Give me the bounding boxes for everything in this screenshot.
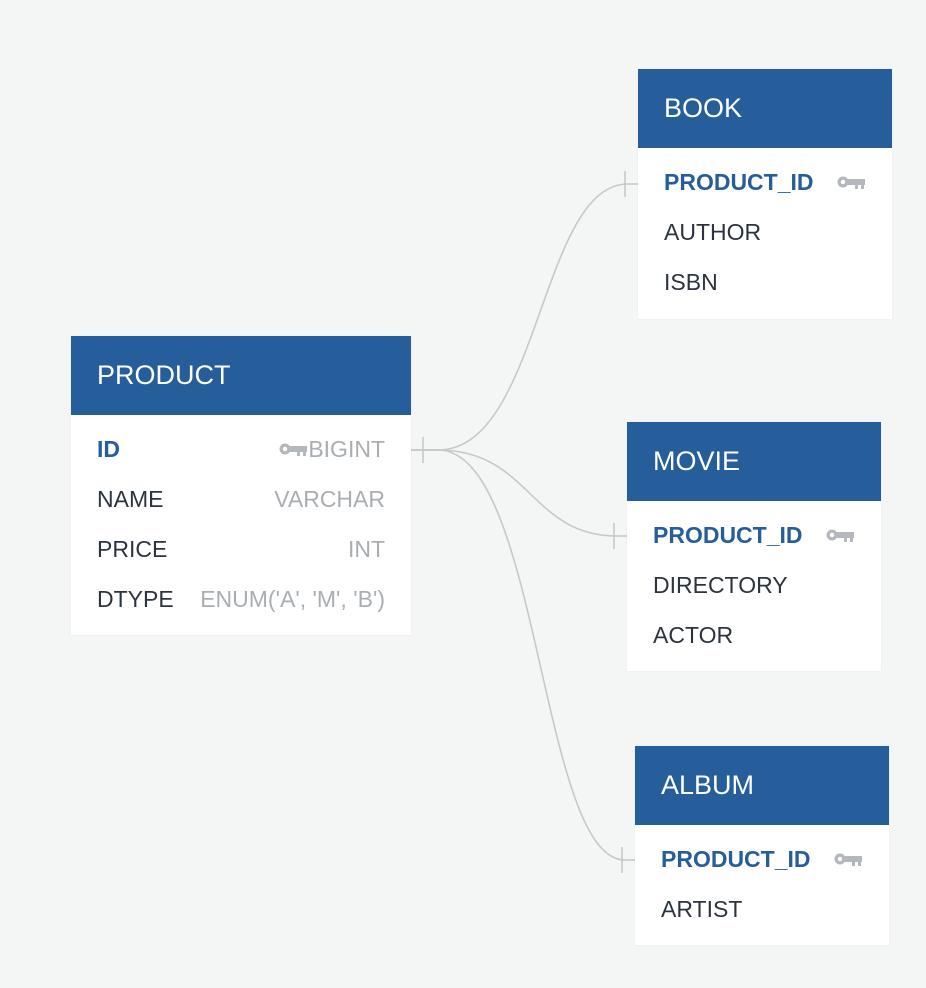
key-icon	[836, 174, 866, 190]
field-name: PRODUCT_ID	[664, 168, 814, 195]
field-name: ACTOR	[653, 621, 734, 648]
field-type: VARCHAR	[274, 485, 385, 512]
entity-book[interactable]: BOOK PRODUCT_ID AUTHOR ISBN	[638, 69, 892, 319]
entity-title: ALBUM	[635, 746, 889, 825]
entity-title: PRODUCT	[71, 336, 411, 415]
field-name: AUTHOR	[664, 218, 762, 245]
field-row[interactable]: PRODUCT_ID	[638, 157, 892, 207]
field-row[interactable]: AUTHOR	[638, 207, 892, 257]
entity-title: MOVIE	[627, 422, 881, 501]
entity-album[interactable]: ALBUM PRODUCT_ID ARTIST	[635, 746, 889, 945]
field-row[interactable]: PRODUCT_ID	[627, 510, 881, 560]
field-type: ENUM('A', 'M', 'B')	[200, 585, 385, 612]
entity-title: BOOK	[638, 69, 892, 148]
field-name: ARTIST	[661, 895, 743, 922]
field-row[interactable]: ISBN	[638, 257, 892, 307]
field-name: DIRECTORY	[653, 571, 788, 598]
entity-product[interactable]: PRODUCT ID BIGINT NAME VARCHAR PRICE INT…	[71, 336, 411, 635]
field-name: PRICE	[97, 535, 168, 562]
field-row[interactable]: ID BIGINT	[71, 424, 411, 474]
field-name: DTYPE	[97, 585, 174, 612]
connector-product-movie[interactable]	[411, 449, 618, 537]
field-name: PRODUCT_ID	[661, 845, 811, 872]
connector-product-book[interactable]	[411, 183, 629, 451]
field-type: INT	[347, 535, 385, 562]
field-row[interactable]: PRODUCT_ID	[635, 834, 889, 884]
field-name: ISBN	[664, 268, 718, 295]
key-icon	[278, 441, 308, 457]
entity-movie[interactable]: MOVIE PRODUCT_ID DIRECTORY ACTOR	[627, 422, 881, 671]
field-row[interactable]: ACTOR	[627, 610, 881, 660]
field-row[interactable]: PRICE INT	[71, 524, 411, 574]
field-type: BIGINT	[308, 435, 385, 462]
field-name: ID	[97, 435, 120, 462]
field-row[interactable]: NAME VARCHAR	[71, 474, 411, 524]
field-name: PRODUCT_ID	[653, 521, 803, 548]
field-row[interactable]: ARTIST	[635, 884, 889, 934]
key-icon	[825, 527, 855, 543]
key-icon	[833, 851, 863, 867]
connector-product-album[interactable]	[411, 449, 626, 861]
field-name: NAME	[97, 485, 164, 512]
field-row[interactable]: DTYPE ENUM('A', 'M', 'B')	[71, 574, 411, 624]
field-row[interactable]: DIRECTORY	[627, 560, 881, 610]
